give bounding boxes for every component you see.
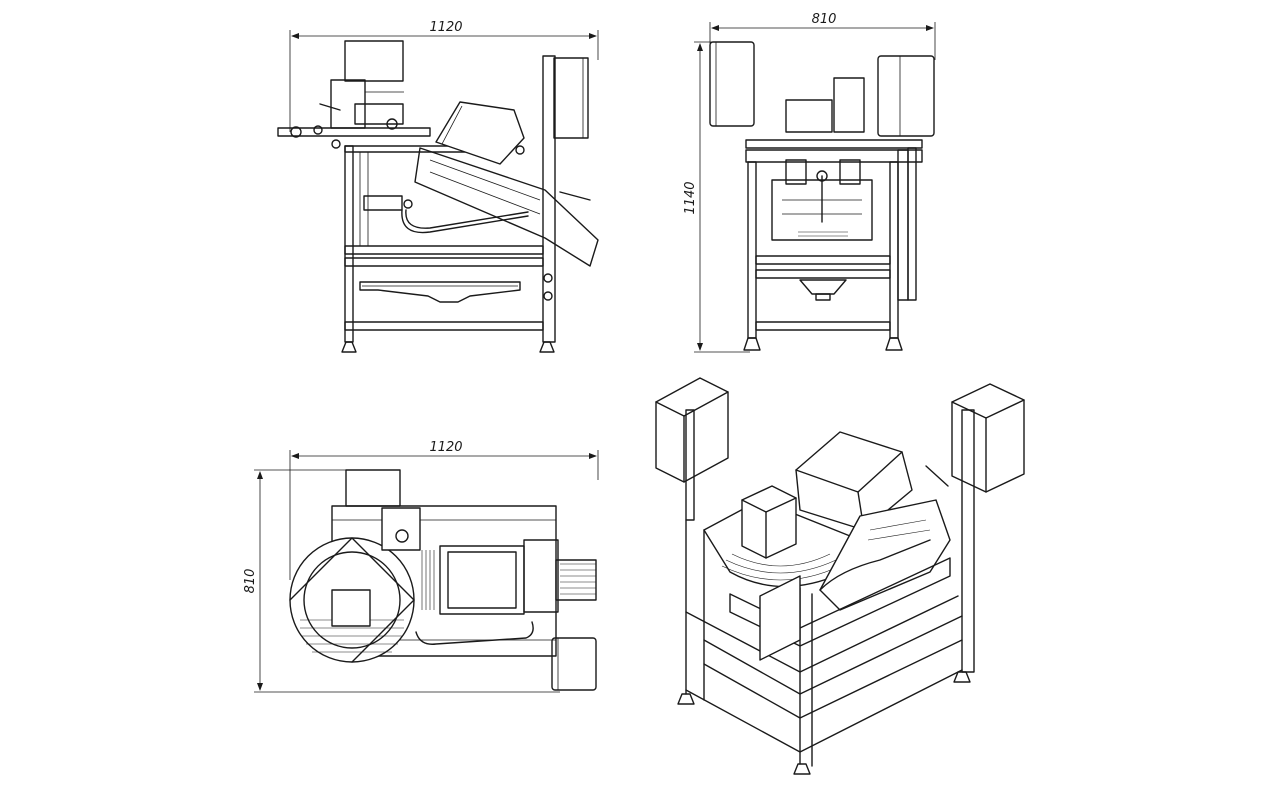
side-view-control-box <box>344 40 404 82</box>
iso-foot-3 <box>953 671 971 683</box>
side-view-hopper <box>359 281 521 303</box>
iso-foot-2 <box>793 763 811 775</box>
top-view-drum-housing <box>439 545 525 615</box>
top-view-conveyor-end <box>555 559 597 601</box>
top-view-motor <box>345 469 401 507</box>
front-view-cabinet-right <box>877 55 935 137</box>
front-view-motor <box>833 77 865 133</box>
front-view-hopper <box>799 279 847 295</box>
iso-cabinet-left <box>655 377 729 483</box>
iso-motor <box>741 485 797 559</box>
top-view-height-dimension: 810 <box>243 469 560 693</box>
side-view-width-label: 1120 <box>429 20 462 35</box>
side-view: 1120 <box>277 20 599 353</box>
side-view-table-top <box>277 127 431 137</box>
front-view-height-dimension: 1140 <box>683 41 750 353</box>
iso-frame-legs <box>685 519 813 767</box>
side-view-bottom-rail <box>344 321 544 331</box>
iso-cabinet-right <box>951 383 1025 493</box>
side-view-foot-left <box>341 341 357 353</box>
top-view: 1120 810 <box>243 440 599 693</box>
iso-post-right <box>961 409 975 673</box>
iso-foot-1 <box>677 693 695 705</box>
iso-hose <box>819 539 931 591</box>
side-view-width-dimension: 1120 <box>289 20 599 132</box>
side-view-drum-housing <box>435 101 525 165</box>
front-view-width-label: 810 <box>812 12 837 27</box>
front-view-bottom-rail <box>755 321 891 331</box>
top-view-plate <box>381 507 421 551</box>
side-view-conveyor <box>414 147 599 267</box>
front-view-leg-left <box>747 161 757 339</box>
top-view-hose <box>415 621 534 645</box>
front-view-table-top <box>745 139 923 149</box>
top-view-width-label: 1120 <box>429 440 462 455</box>
side-view-hose <box>401 209 529 234</box>
side-view-foot-right <box>539 341 555 353</box>
top-view-gearbox <box>331 589 371 627</box>
front-view-width-dimension: 810 <box>709 12 936 60</box>
front-view-cabinet-left <box>709 41 755 127</box>
iso-drum-housing <box>795 431 913 531</box>
front-view-foot-left <box>743 337 761 351</box>
front-view-height-label: 1140 <box>683 181 698 214</box>
front-view: 810 1140 <box>683 12 936 353</box>
top-view-width-dimension: 1120 <box>289 440 599 580</box>
top-view-cabinet <box>551 637 597 691</box>
top-view-height-label: 810 <box>243 569 258 594</box>
isometric-view <box>655 377 1025 775</box>
front-view-leg-right <box>889 161 899 339</box>
side-view-cabinet <box>553 57 589 139</box>
side-view-leg-left <box>344 145 354 343</box>
front-view-foot-right <box>885 337 903 351</box>
